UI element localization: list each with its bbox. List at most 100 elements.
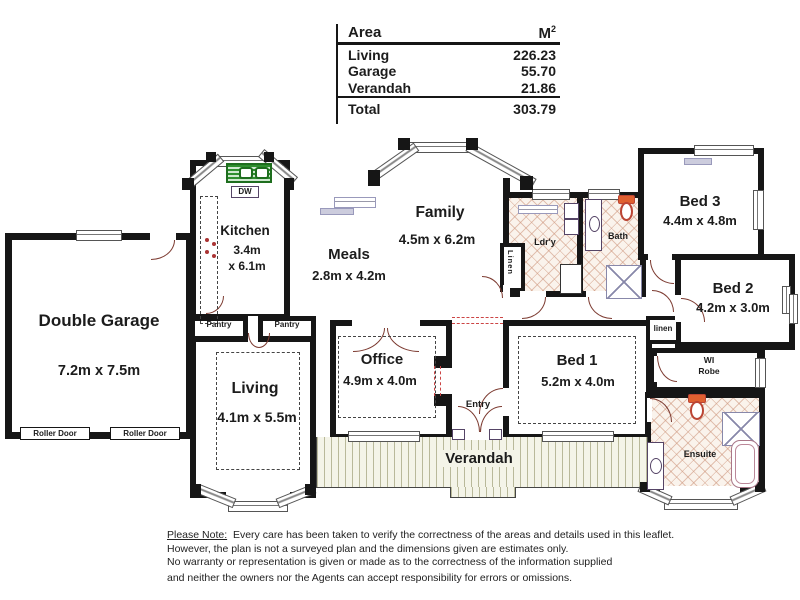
label-bed2-dims: 4.2m x 3.0m [696,300,770,315]
label-garage-dims: 7.2m x 7.5m [57,363,141,379]
post [264,152,274,162]
label-pantry-left: Pantry [206,320,232,329]
label-entry: Entry [465,399,491,410]
opening-office-side [446,368,452,394]
label-kitchen-dim1: 3.4m [233,243,261,257]
row-label: Living [348,47,390,63]
rug-bed1 [518,336,636,424]
label-meals-dims: 2.8m x 4.2m [312,268,386,283]
table-col-unit: M2 [538,24,556,42]
label-verandah: Verandah [441,450,517,467]
room-linen-small [646,316,680,344]
kitchen-dot [212,242,216,246]
ensuite-bathtub [731,440,759,488]
label-garage: Double Garage [38,311,160,330]
table-row-total: Total 303.79 [348,101,556,117]
opening-wi-robe [654,356,659,382]
table-left-rule [336,24,338,124]
roller-door-right: Roller Door [110,427,180,440]
opening-ensuite-bay [660,486,740,492]
lintel-meals-a [334,197,376,208]
verandah-step [450,487,516,498]
rug-living [216,352,300,470]
label-bed2: Bed 2 [712,280,754,297]
opening-living-bay [226,489,290,498]
label-family: Family [415,204,465,221]
opening-family-hall [503,285,510,297]
label-office: Office [360,351,404,368]
opening-bed1 [503,388,510,416]
post [466,138,478,150]
kitchen-bench [200,196,218,324]
window-ensuite-bay [664,499,738,510]
bath-toilet-icon [618,195,635,221]
window-bed3-right [753,190,764,230]
ensuite-toilet-icon [688,394,706,420]
kitchen-dot [205,238,209,242]
bath-basin [589,216,600,232]
table-row-verandah: Verandah 21.86 [348,80,556,96]
window-bed1 [542,431,614,442]
sink-bowl [255,167,269,179]
bath-shower [606,265,642,299]
table-col-area: Area [348,24,382,41]
footer-line-3: No warranty or representation is given o… [167,556,613,568]
row-label: Verandah [348,80,412,96]
label-family-dims: 4.5m x 6.2m [398,232,476,247]
opening-bath [586,291,610,297]
door-bed3 [650,260,674,284]
kitchen-dot [212,254,216,258]
opening-laundry [520,291,546,297]
footer-line-4: and neither the owners nor the Agents ca… [167,572,573,584]
opening-office-doors [352,320,420,328]
red-dash-entry-top [452,317,503,324]
post [520,176,533,190]
bench-laundry [518,205,558,214]
table-header-row: Area M2 [348,24,556,42]
entry-sidelight-left [452,429,465,440]
ensuite-basin [650,458,662,474]
label-bed1-dims: 5.2m x 4.0m [541,374,615,389]
label-laundry: Ldr'y [534,237,556,247]
entry-sidelight-right [489,429,502,440]
table-row-living: Living 226.23 [348,47,556,63]
row-value: 21.86 [520,80,556,96]
kitchen-dot [205,250,209,254]
label-bed3: Bed 3 [679,193,721,210]
footer-line-1: Please Note: Every care has been taken t… [167,529,674,541]
table-total-rule [336,96,560,98]
label-ensuite: Ensuite [683,449,717,459]
label-wi-robe-line2: Robe [698,366,720,376]
laundry-cabinet-b [564,219,579,235]
label-living: Living [231,380,279,397]
row-label: Garage [348,63,397,79]
opening-garage-door [150,233,176,240]
opening-entry-doors [455,432,501,440]
window-laundry [532,189,570,200]
label-linen-small: linen [653,324,673,333]
label-bed1: Bed 1 [556,352,598,369]
wall-step-right [757,342,795,350]
post [398,138,410,150]
label-linen-cupboard: Linen [506,250,515,275]
wall-office-nub-top [434,356,452,368]
footer-text: Every care has been taken to verify the … [232,529,675,541]
opening-between-pantries [248,316,258,342]
label-wi-robe-line1: WI [703,355,715,365]
post [305,484,316,495]
post [182,178,194,190]
room-double-garage [5,233,193,439]
label-bed3-dims: 4.4m x 4.8m [663,213,737,228]
label-office-dims: 4.9m x 4.0m [343,373,417,388]
post [206,152,216,162]
kitchen-sink [226,163,272,183]
lintel-bed3 [684,158,712,165]
window-garage [76,230,122,241]
lintel-meals-b [320,208,354,215]
door-hall-corner [652,290,674,312]
opening-bed3 [648,254,672,260]
footer-note-label: Please Note: [167,529,228,541]
room-linen-cupboard [500,243,525,292]
door-bath [588,297,612,319]
